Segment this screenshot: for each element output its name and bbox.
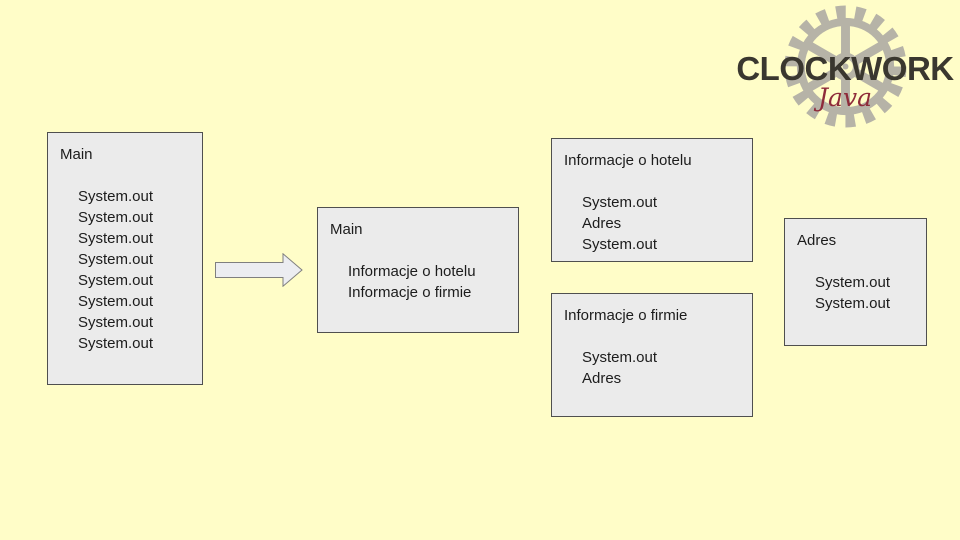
box-line: System.out xyxy=(78,230,154,247)
company-info-box: Informacje o firmie System.out Adres xyxy=(551,293,753,417)
clockwork-logo: CLOCKWORK Java xyxy=(730,0,960,140)
address-box: Adres System.out System.out xyxy=(784,218,927,346)
logo-wordmark: CLOCKWORK xyxy=(736,50,954,87)
box-title: Informacje o hotelu xyxy=(564,152,692,169)
box-line: System.out xyxy=(78,335,154,352)
box-line: Informacje o hotelu xyxy=(348,263,476,280)
box-line: System.out xyxy=(78,314,154,331)
box-line: System.out xyxy=(815,295,891,312)
box-line: System.out xyxy=(78,188,154,205)
box-line: System.out xyxy=(582,349,658,366)
box-title: Adres xyxy=(797,232,837,249)
box-line: Adres xyxy=(582,370,622,387)
box-items: System.out Adres System.out xyxy=(564,192,742,255)
box-line: System.out xyxy=(78,209,154,226)
gear-icon xyxy=(784,5,907,128)
box-items: System.out Adres xyxy=(564,347,742,389)
box-line: System.out xyxy=(582,236,658,253)
box-items: System.out System.out xyxy=(797,272,916,314)
box-items: Informacje o hotelu Informacje o firmie xyxy=(330,261,508,303)
box-title: Informacje o firmie xyxy=(564,307,688,324)
refactored-main-box: Main Informacje o hotelu Informacje o fi… xyxy=(317,207,519,333)
flow-arrow-icon xyxy=(215,253,303,287)
box-title: Main xyxy=(60,146,93,163)
logo-java-label: Java xyxy=(818,83,872,112)
box-items: System.out System.out System.out System.… xyxy=(60,186,192,354)
box-line: System.out xyxy=(582,194,658,211)
box-line: System.out xyxy=(815,274,891,291)
box-line: Adres xyxy=(582,215,622,232)
main-program-box: Main System.out System.out System.out Sy… xyxy=(47,132,203,385)
box-line: Informacje o firmie xyxy=(348,284,472,301)
hotel-info-box: Informacje o hotelu System.out Adres Sys… xyxy=(551,138,753,262)
box-line: System.out xyxy=(78,272,154,289)
box-title: Main xyxy=(330,221,363,238)
box-line: System.out xyxy=(78,293,154,310)
box-line: System.out xyxy=(78,251,154,268)
